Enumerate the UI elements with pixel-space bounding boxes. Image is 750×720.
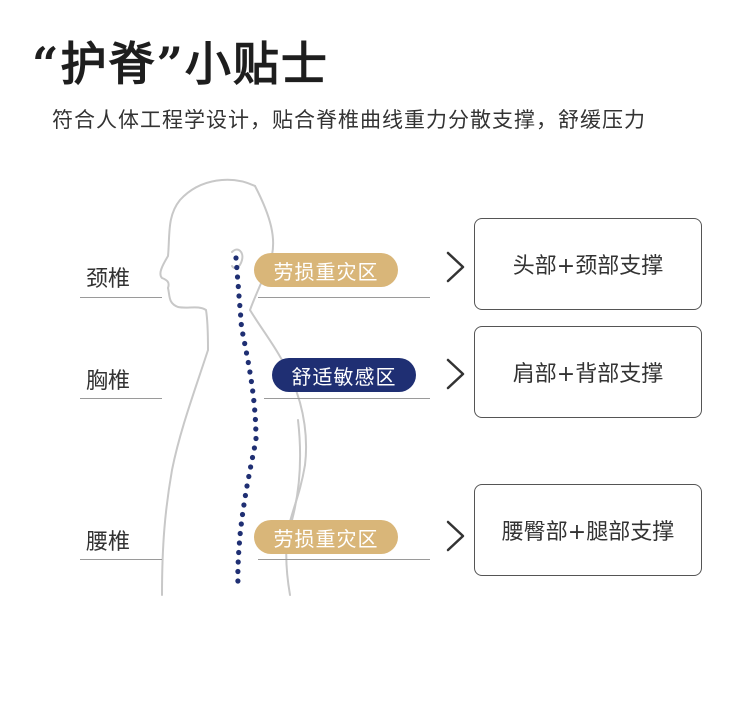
region-label-cervical: 颈椎 (86, 261, 130, 293)
chevron-right-icon (444, 250, 468, 284)
region-label-thoracic: 胸椎 (86, 363, 130, 395)
spine-dot (235, 578, 240, 583)
spine-dot (239, 322, 244, 327)
spine-dot (247, 369, 252, 374)
chevron-right-icon (444, 519, 468, 553)
support-box-waist-hip-leg: 腰臀部+腿部支撑 (474, 484, 702, 576)
spine-dot (246, 474, 251, 479)
region-label-lumbar: 腰椎 (86, 524, 130, 556)
spine-dot (243, 493, 248, 498)
spine-dot (236, 284, 241, 289)
spine-dot (250, 455, 255, 460)
spine-dot (241, 502, 246, 507)
spine-dot (236, 293, 241, 298)
spine-dot (238, 531, 243, 536)
spine-dot (238, 312, 243, 317)
spine-dot (233, 255, 238, 260)
spine-dot (240, 331, 245, 336)
spine-dot (249, 379, 254, 384)
spine-dot (250, 388, 255, 393)
spine-dot (237, 303, 242, 308)
support-box-head-neck: 头部+颈部支撑 (474, 218, 702, 310)
spine-dot (242, 341, 247, 346)
divider-line (80, 398, 162, 399)
support-box-shoulder-back: 肩部+背部支撑 (474, 326, 702, 418)
spine-dot (246, 360, 251, 365)
zone-badge-comfort: 舒适敏感区 (272, 358, 416, 392)
spine-dot (253, 426, 258, 431)
divider-line (258, 297, 430, 298)
spine-dot (237, 540, 242, 545)
spine-dot (244, 350, 249, 355)
spine-dot (248, 464, 253, 469)
spine-dot (236, 550, 241, 555)
spine-dot (251, 398, 256, 403)
spine-dot (240, 512, 245, 517)
spine-dot (253, 417, 258, 422)
spine-dot (236, 559, 241, 564)
chevron-right-icon (444, 357, 468, 391)
spine-dot (239, 521, 244, 526)
divider-line (258, 559, 430, 560)
spine-dot (252, 445, 257, 450)
spine-dot (244, 483, 249, 488)
divider-line (80, 297, 162, 298)
zone-badge-strain: 劳损重灾区 (254, 520, 398, 554)
spine-dot (234, 265, 239, 270)
spine-dot (253, 436, 258, 441)
spine-dot (235, 569, 240, 574)
zone-badge-strain: 劳损重灾区 (254, 253, 398, 287)
spine-dot (252, 407, 257, 412)
divider-line (264, 398, 430, 399)
spine-dot (235, 274, 240, 279)
divider-line (80, 559, 162, 560)
